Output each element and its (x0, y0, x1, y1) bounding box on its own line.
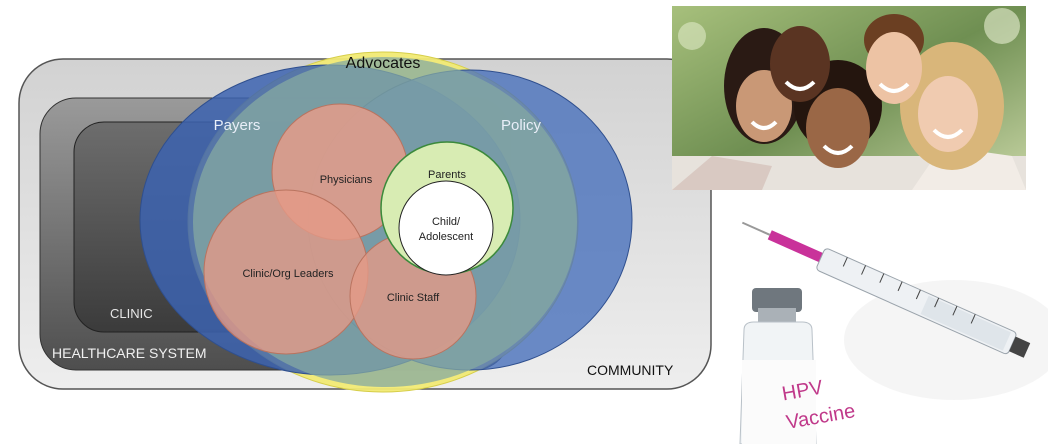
community-label: COMMUNITY (587, 362, 674, 378)
group-of-teens-photo (672, 6, 1026, 190)
stakeholder-venn-diagram: Advocates Payers Policy Physicians Paren… (18, 51, 712, 393)
healthcare-system-label: HEALTHCARE SYSTEM (52, 345, 207, 361)
payers-label: Payers (214, 117, 261, 134)
policy-label: Policy (501, 117, 542, 134)
clinic-label: CLINIC (110, 306, 153, 321)
advocates-label: Advocates (346, 55, 421, 72)
hpv-vaccine-syringe-photo: HPV Vaccine (724, 210, 1048, 444)
physicians-label: Physicians (320, 174, 373, 186)
clinic-org-leaders-label: Clinic/Org Leaders (242, 268, 334, 280)
parents-label: Parents (428, 169, 466, 181)
child-label-line1: Child/ (432, 216, 461, 228)
child-label-line2: Adolescent (419, 231, 473, 243)
child-adolescent-circle (398, 180, 494, 276)
clinic-staff-label: Clinic Staff (387, 292, 440, 304)
